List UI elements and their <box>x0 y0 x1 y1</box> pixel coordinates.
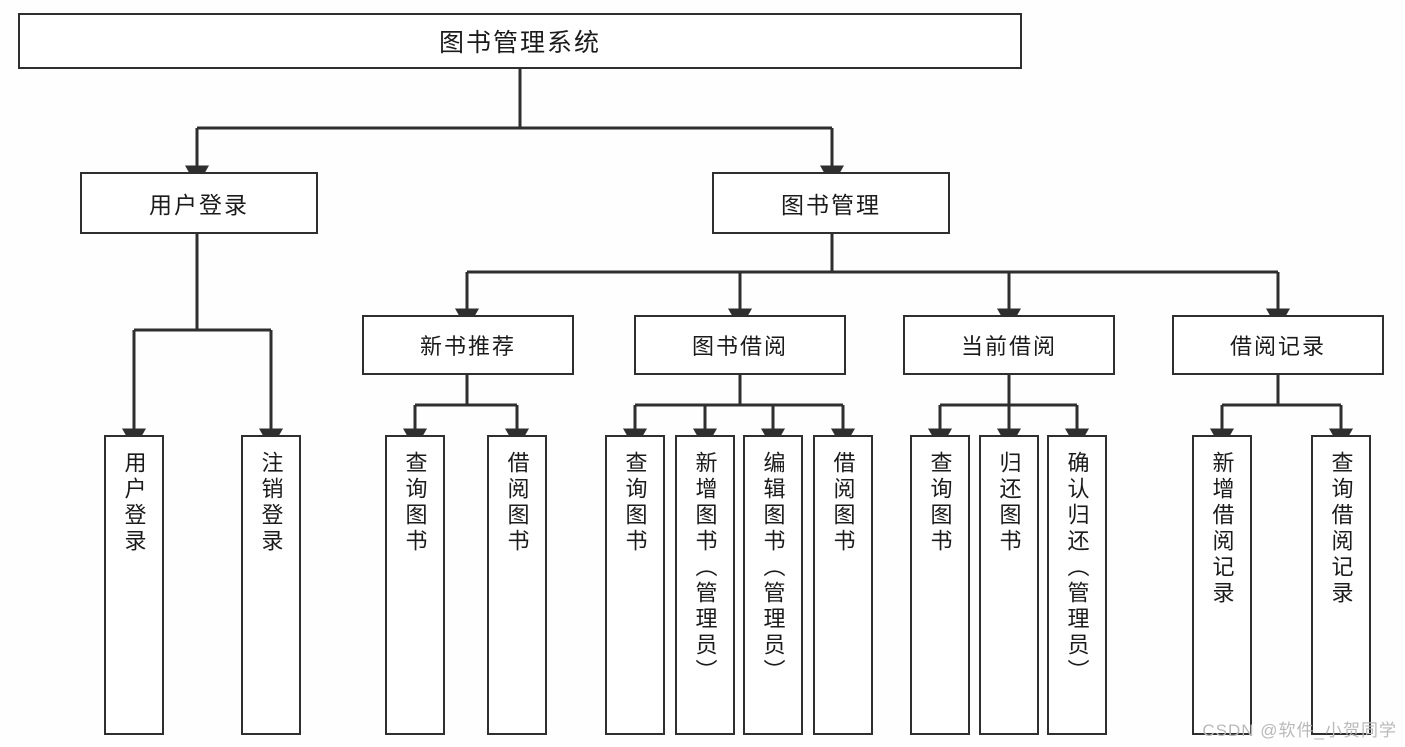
node-root[interactable]: 图书管理系统 <box>18 13 1022 69</box>
leaf-borrow-borrow-book[interactable]: 借阅图书 <box>813 435 873 735</box>
leaf-current-return-book-label: 归还图书 <box>996 451 1022 555</box>
leaf-current-confirm-return-label: 确认归还（管理员） <box>1064 451 1090 685</box>
leaf-current-query-book-label: 查询图书 <box>927 451 953 555</box>
leaf-new-books-query-label: 查询图书 <box>402 451 428 555</box>
csdn-watermark: CSDN @软件_小贺同学 <box>1202 721 1397 740</box>
leaf-records-query-record-label: 查询借阅记录 <box>1328 451 1354 607</box>
leaf-user-login-signin-label: 用户登录 <box>121 451 147 555</box>
leaf-borrow-edit-book[interactable]: 编辑图书（管理员） <box>743 435 803 735</box>
leaf-user-login-signout-label: 注销登录 <box>258 451 284 555</box>
leaf-new-books-borrow-label: 借阅图书 <box>504 451 530 555</box>
node-new-book-recommend[interactable]: 新书推荐 <box>362 315 574 375</box>
leaf-records-add-record-label: 新增借阅记录 <box>1209 451 1235 607</box>
leaf-user-login-signin[interactable]: 用户登录 <box>104 435 164 735</box>
leaf-borrow-add-book-label: 新增图书（管理员） <box>692 451 718 685</box>
leaf-borrow-borrow-book-label: 借阅图书 <box>830 451 856 555</box>
leaf-records-add-record[interactable]: 新增借阅记录 <box>1192 435 1252 735</box>
node-current-borrow[interactable]: 当前借阅 <box>903 315 1115 375</box>
leaf-current-return-book[interactable]: 归还图书 <box>979 435 1039 735</box>
node-book-borrow[interactable]: 图书借阅 <box>634 315 846 375</box>
node-book-management-label: 图书管理 <box>781 192 881 218</box>
node-current-borrow-label: 当前借阅 <box>960 334 1057 359</box>
node-book-management[interactable]: 图书管理 <box>712 172 950 234</box>
leaf-current-confirm-return[interactable]: 确认归还（管理员） <box>1047 435 1107 735</box>
node-user-login-label: 用户登录 <box>149 192 249 218</box>
node-borrow-records-label: 借阅记录 <box>1229 334 1326 359</box>
node-root-label: 图书管理系统 <box>438 29 601 57</box>
node-user-login[interactable]: 用户登录 <box>80 172 318 234</box>
leaf-user-login-signout[interactable]: 注销登录 <box>241 435 301 735</box>
leaf-borrow-query-book-label: 查询图书 <box>622 451 648 555</box>
leaf-borrow-add-book[interactable]: 新增图书（管理员） <box>675 435 735 735</box>
node-borrow-records[interactable]: 借阅记录 <box>1172 315 1384 375</box>
leaf-new-books-query[interactable]: 查询图书 <box>385 435 445 735</box>
leaf-borrow-edit-book-label: 编辑图书（管理员） <box>760 451 786 685</box>
leaf-borrow-query-book[interactable]: 查询图书 <box>605 435 665 735</box>
leaf-records-query-record[interactable]: 查询借阅记录 <box>1311 435 1371 735</box>
node-book-borrow-label: 图书借阅 <box>691 334 788 359</box>
node-new-book-recommend-label: 新书推荐 <box>419 334 516 359</box>
leaf-current-query-book[interactable]: 查询图书 <box>910 435 970 735</box>
leaf-new-books-borrow[interactable]: 借阅图书 <box>487 435 547 735</box>
